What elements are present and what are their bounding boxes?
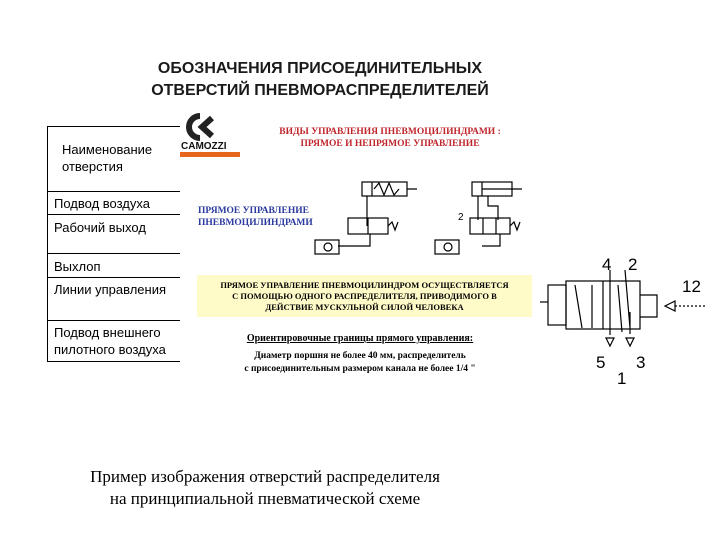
table-row: Выхлоп [48, 253, 188, 277]
port-5-label: 5 [596, 353, 605, 372]
valve-5-2-symbol: 4 2 12 5 3 1 [540, 255, 705, 388]
caption: Пример изображения отверстий распределит… [40, 466, 490, 510]
caption-line-2: на принципиальной пневматической схеме [109, 489, 421, 508]
title-line-1: ОБОЗНАЧЕНИЯ ПРИСОЕДИНИТЕЛЬНЫХ [157, 60, 483, 77]
direct-control-note: ПРЯМОЕ УПРАВЛЕНИЕ ПНЕВМОЦИЛИНДРОМ ОСУЩЕС… [197, 275, 532, 317]
picture-title: ВИДЫ УПРАВЛЕНИЯ ПНЕВМОЦИЛИНДРАМИ : ПРЯМО… [279, 127, 501, 149]
port-12-label: 12 [682, 277, 701, 296]
table-row: Линии управления [48, 277, 188, 320]
port-3-label: 3 [636, 353, 645, 372]
port-4-label: 4 [602, 255, 611, 274]
slide-title: ОБОЗНАЧЕНИЯ ПРИСОЕДИНИТЕЛЬНЫХ ОТВЕРСТИЙ … [60, 58, 580, 102]
table-header-cell: Наименование отверстия [48, 126, 188, 191]
table-row: Подвод воздуха [48, 191, 188, 214]
picture-subtitle: ПРЯМОЕ УПРАВЛЕНИЕ ПНЕВМОЦИЛИНДРАМИ [198, 206, 313, 228]
limits-text: Диаметр поршня не более 40 мм, распредел… [244, 351, 476, 374]
ports-table: Наименование отверстия Подвод воздуха Ра… [47, 126, 188, 362]
camozzi-slide-image: CAMOZZI ВИДЫ УПРАВЛЕНИЯ ПНЕВМОЦИЛИНДРАМИ… [180, 112, 535, 377]
title-line-2: ОТВЕРСТИЙ ПНЕВМОРАСПРЕДЕЛИТЕЛЕЙ [151, 82, 489, 99]
table-header: Наименование отверстия [62, 142, 153, 174]
svg-text:CAMOZZI: CAMOZZI [181, 141, 227, 152]
cylinder-circuits-diagram: 2 [314, 181, 522, 255]
table-row: Подвод внешнего пилотного воздуха [48, 320, 188, 362]
table-row: Рабочий выход [48, 214, 188, 253]
limits-heading: Ориентировочные границы прямого управлен… [246, 333, 474, 344]
caption-line-1: Пример изображения отверстий распределит… [90, 467, 440, 486]
port-2-label: 2 [458, 212, 464, 223]
port-2-label: 2 [628, 255, 637, 274]
camozzi-logo: CAMOZZI [180, 113, 240, 157]
port-1-label: 1 [617, 369, 626, 388]
